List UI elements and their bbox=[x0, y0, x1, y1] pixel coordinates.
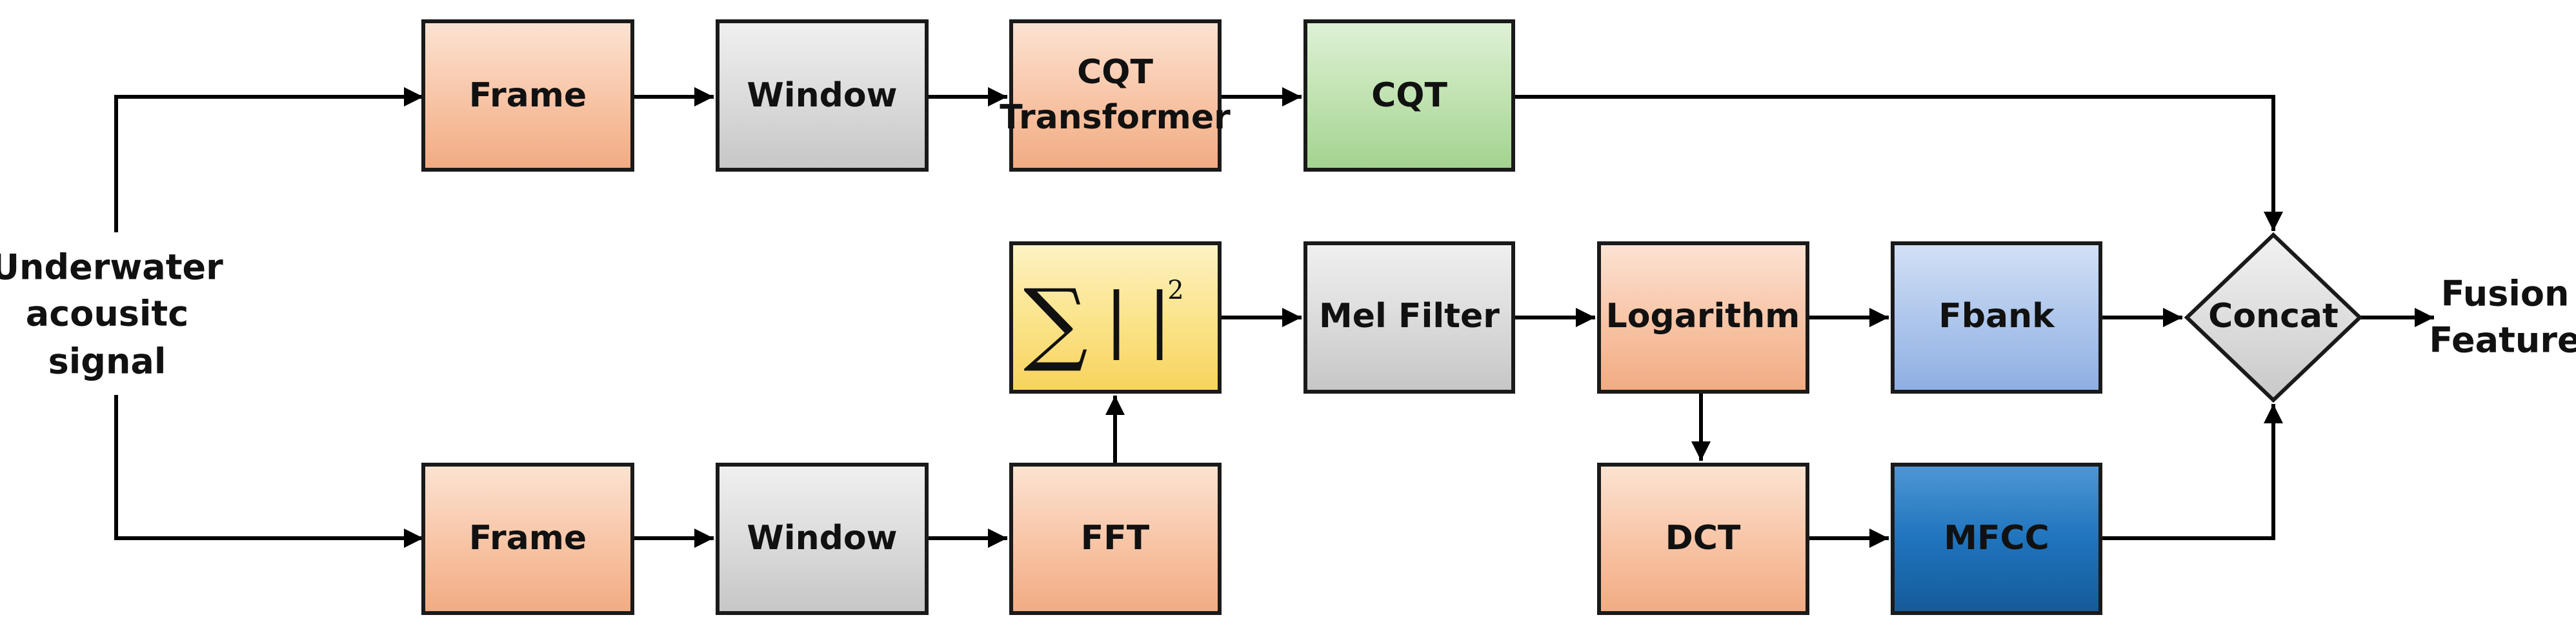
mel-filter-label: Mel Filter bbox=[1319, 297, 1500, 336]
concat-label: Concat bbox=[2208, 297, 2339, 336]
dct-label: DCT bbox=[1665, 519, 1741, 558]
bottom-window-label: Window bbox=[747, 519, 897, 558]
fbank-label: Fbank bbox=[1938, 297, 2055, 336]
mfcc-block: MFCC bbox=[1891, 463, 2102, 615]
connectors bbox=[114, 87, 2434, 548]
input-label-line-3: signal bbox=[48, 341, 166, 382]
top-window-block: Window bbox=[716, 19, 929, 172]
dct-block: DCT bbox=[1597, 463, 1809, 615]
fft-label: FFT bbox=[1081, 519, 1150, 558]
logarithm-label: Logarithm bbox=[1606, 297, 1800, 336]
cqt-to-concat-arrow bbox=[1513, 95, 2283, 231]
bottom-window-block: Window bbox=[716, 463, 929, 615]
power-spectrum-block: ∑ | | 2 bbox=[1009, 241, 1222, 394]
logarithm-block: Logarithm bbox=[1597, 241, 1809, 394]
input-signal-label: Underwater acousitc signal bbox=[0, 247, 223, 382]
mel-filter-block: Mel Filter bbox=[1303, 241, 1515, 394]
cqt-transformer-block: CQT Transformer bbox=[1000, 19, 1231, 172]
top-frame-block: Frame bbox=[421, 19, 634, 172]
top-window-label: Window bbox=[747, 76, 897, 115]
mfcc-to-concat-arrow bbox=[2100, 404, 2283, 540]
fft-block: FFT bbox=[1009, 463, 1222, 615]
magnitude-bar-left: | bbox=[1104, 277, 1128, 360]
bottom-frame-block: Frame bbox=[421, 463, 634, 615]
input-to-top-frame-arrow bbox=[114, 87, 423, 232]
input-label-line-1: Underwater bbox=[0, 247, 223, 288]
output-label-line-1: Fusion bbox=[2441, 274, 2570, 314]
cqt-label: CQT bbox=[1371, 76, 1447, 115]
summation-symbol: ∑ bbox=[1023, 270, 1088, 376]
bottom-frame-label: Frame bbox=[469, 519, 587, 558]
mfcc-label: MFCC bbox=[1944, 519, 2049, 558]
input-label-line-2: acousitc bbox=[26, 294, 188, 334]
power-exponent: 2 bbox=[1167, 276, 1183, 305]
concat-block: Concat bbox=[2184, 232, 2363, 403]
cqt-transformer-label-line-1: CQT bbox=[1077, 53, 1153, 92]
input-to-bottom-frame-arrow bbox=[114, 395, 423, 548]
top-frame-label: Frame bbox=[469, 76, 587, 115]
fbank-block: Fbank bbox=[1891, 241, 2102, 394]
cqt-transformer-label-line-2: Transformer bbox=[1000, 98, 1231, 137]
magnitude-bar-right: | bbox=[1147, 277, 1171, 360]
fusion-feature-label: Fusion Feature bbox=[2429, 274, 2576, 361]
cqt-block: CQT bbox=[1303, 19, 1515, 172]
output-label-line-2: Feature bbox=[2429, 320, 2576, 361]
